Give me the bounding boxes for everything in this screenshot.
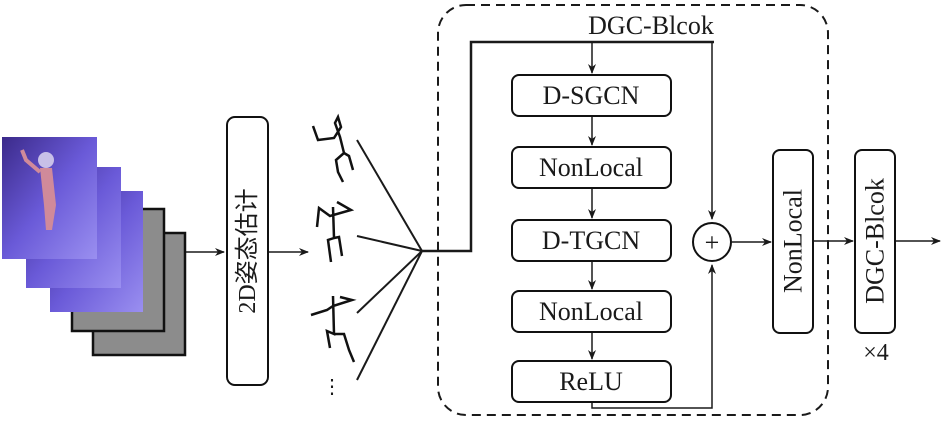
repeat-dgc-block-label: DGC-Blcok <box>861 178 890 304</box>
layer-nonlocal-1: NonLocal <box>511 146 672 189</box>
dgc-block-container <box>437 4 829 416</box>
repeat-count: ×4 <box>863 340 889 366</box>
layer-d-sgcn: D-SGCN <box>511 74 672 117</box>
fan-lines <box>356 139 423 381</box>
post-nonlocal-label: NonLocal <box>779 189 808 293</box>
pose-estimator-box: 2D姿态估计 <box>226 116 269 386</box>
person-figure <box>20 149 56 230</box>
layer-nonlocal-2: NonLocal <box>511 290 672 333</box>
relu-output-path <box>591 264 716 409</box>
layer-d-tgcn: D-TGCN <box>511 219 672 262</box>
layer-label: NonLocal <box>539 297 643 326</box>
layer-label: D-SGCN <box>543 81 640 110</box>
layer-label: D-TGCN <box>542 226 640 255</box>
skeleton-3 <box>310 295 357 363</box>
skeleton-2 <box>315 200 355 263</box>
layer-label: NonLocal <box>539 153 643 182</box>
sum-node: + <box>692 222 732 262</box>
skeleton-ellipsis: ⋮ <box>322 376 342 398</box>
dgc-block-title: DGC-Blcok <box>588 11 714 40</box>
sum-symbol: + <box>705 228 720 257</box>
repeat-dgc-block-box: DGC-Blcok <box>854 149 896 334</box>
layer-label: ReLU <box>559 367 623 396</box>
post-nonlocal-box: NonLocal <box>772 149 814 334</box>
skeleton-1 <box>311 113 355 183</box>
input-frame-stack <box>2 137 187 357</box>
pose-estimator-label: 2D姿态估计 <box>234 188 261 313</box>
layer-relu: ReLU <box>511 360 672 403</box>
